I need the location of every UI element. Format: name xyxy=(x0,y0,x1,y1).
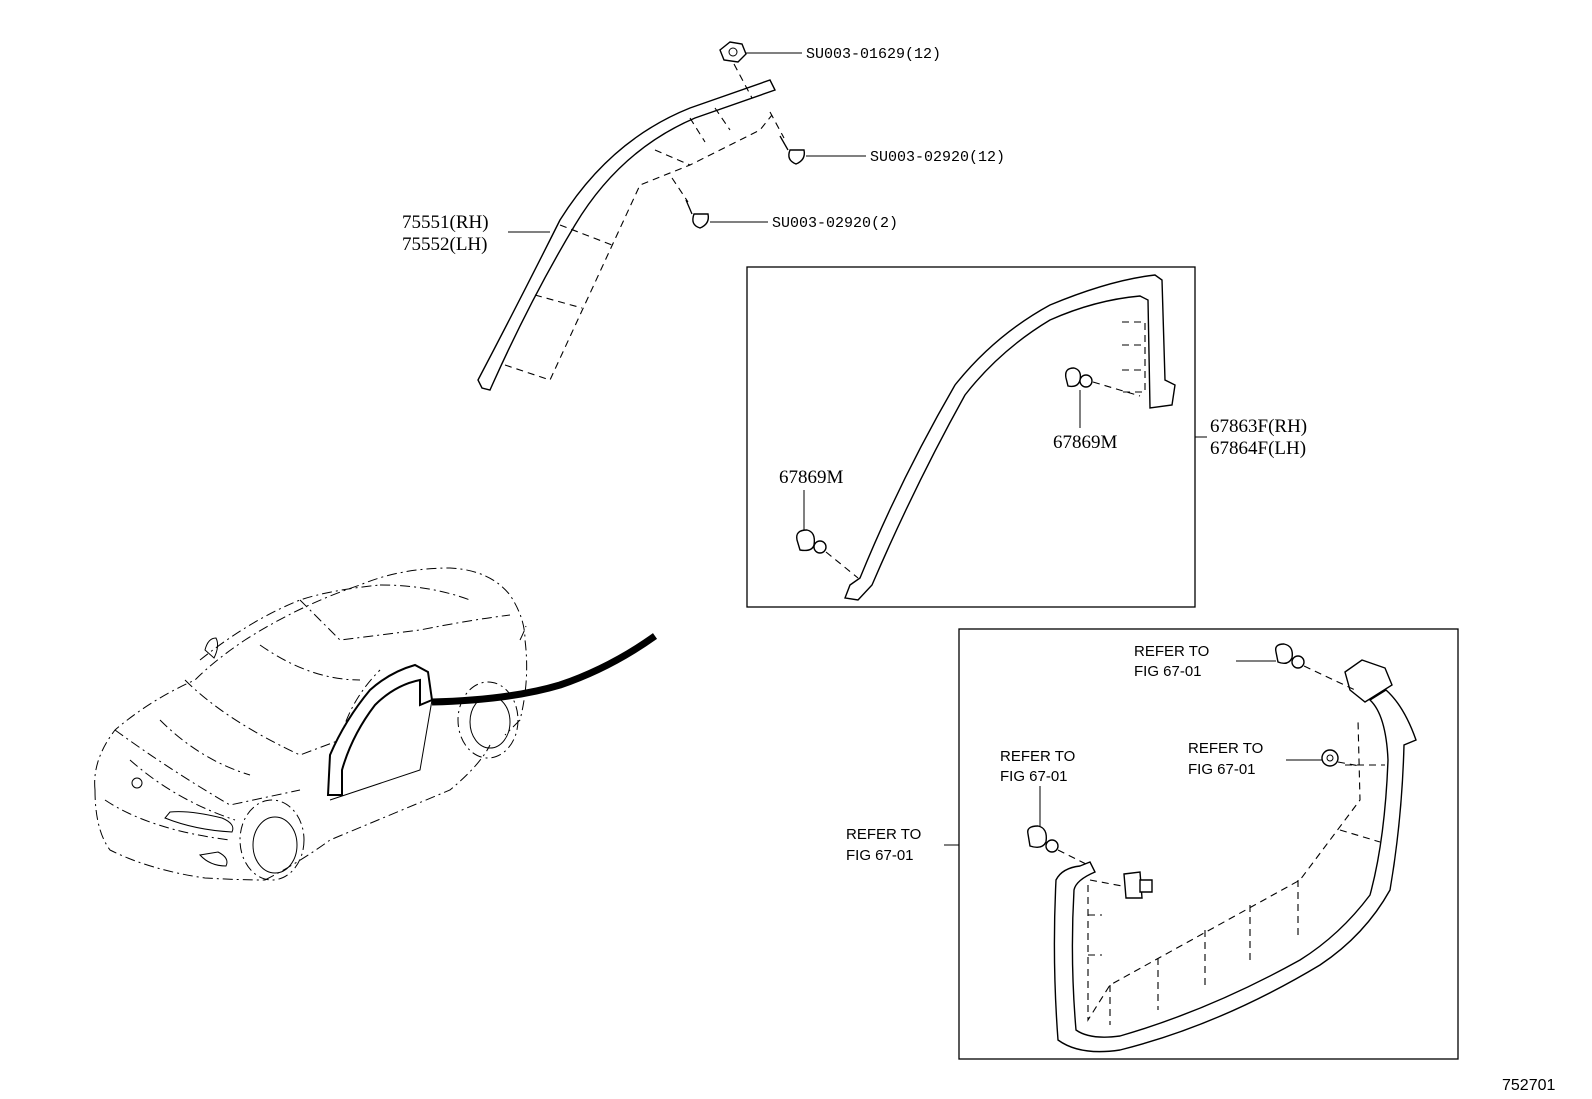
clip-icon xyxy=(1123,871,1153,899)
refer-3-line1: REFER TO xyxy=(1000,748,1075,765)
car-outline-icon xyxy=(94,567,658,881)
refer-4-line2: FIG 67-01 xyxy=(846,847,914,864)
clip-icon xyxy=(796,529,827,554)
refer-4-line1: REFER TO xyxy=(846,826,921,843)
refer-3-line2: FIG 67-01 xyxy=(1000,768,1068,785)
refer-1-line2: FIG 67-01 xyxy=(1134,663,1202,680)
door-seal-box xyxy=(958,628,1459,1060)
weather-lh-label: 67864F(LH) xyxy=(1210,438,1306,459)
clip-upper-label: 67869M xyxy=(1053,432,1118,453)
weatherstrip-box xyxy=(746,266,1196,608)
molding-rh-label: 75551(RH) xyxy=(402,212,489,233)
door-weatherstrip-icon xyxy=(844,274,1176,601)
screw-mid-label: SU003-02920(2) xyxy=(772,215,898,232)
clip-icon xyxy=(1274,643,1305,669)
molding-lh-label: 75552(LH) xyxy=(402,234,487,255)
flange-nut-icon xyxy=(719,41,747,63)
weather-rh-label: 67863F(RH) xyxy=(1210,416,1307,437)
screw-right-label: SU003-02920(12) xyxy=(870,149,1005,166)
figure-id: 752701 xyxy=(1502,1077,1555,1094)
clip-left-label: 67869M xyxy=(779,467,844,488)
clip-icon xyxy=(1064,367,1093,388)
screw-icon xyxy=(779,135,806,165)
refer-2-line2: FIG 67-01 xyxy=(1188,761,1256,778)
screw-icon xyxy=(685,199,710,229)
door-weatherstrip-icon xyxy=(1053,659,1417,1053)
roof-molding-icon xyxy=(477,79,776,391)
clip-icon xyxy=(1321,749,1339,767)
refer-2-line1: REFER TO xyxy=(1188,740,1263,757)
clip-icon xyxy=(1027,825,1059,853)
nut-top-label: SU003-01629(12) xyxy=(806,46,941,63)
refer-1-line1: REFER TO xyxy=(1134,643,1209,660)
